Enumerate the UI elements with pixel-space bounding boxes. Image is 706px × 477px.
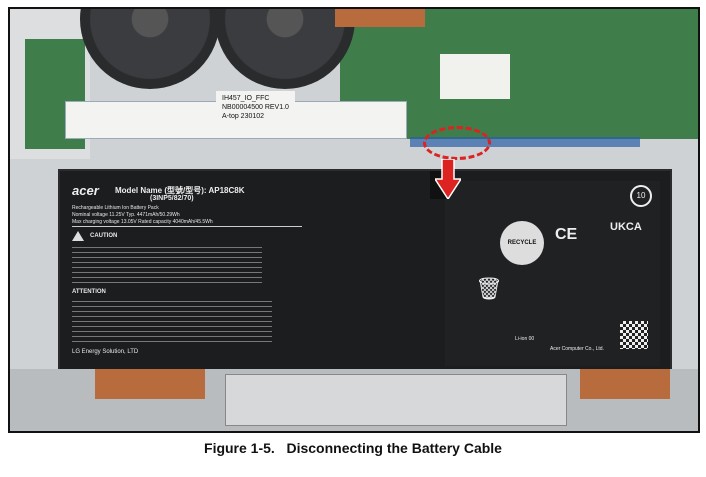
warning-text-block (72, 243, 262, 283)
ukca-mark: UKCA (610, 221, 642, 233)
caution-text: CAUTION (90, 233, 118, 239)
battery-model: Model Name (型號/型号): AP18C8K (115, 186, 245, 195)
battery-specs: Rechargeable Lithium Ion Battery Pack No… (72, 205, 302, 227)
recycle-badge: RECYCLE (500, 221, 544, 265)
manufacturer: LG Energy Solution, LTD (72, 349, 139, 355)
figure-photo: IH457_IO_FFC NB00004500 REV1.0 A-top 230… (8, 7, 700, 433)
company-text: Acer Computer Co., Ltd. (550, 346, 604, 352)
speaker-right (580, 369, 670, 399)
attention-text-block (72, 297, 272, 345)
qr-code (620, 321, 648, 349)
bin-icon: 🗑 (475, 276, 503, 301)
speaker-left (95, 369, 205, 399)
battery-model-sub: (3INP5/82/70) (150, 195, 194, 202)
10-year-mark: 10 (630, 185, 652, 207)
ffc-label-line: IH457_IO_FFC (222, 95, 270, 102)
spec-line: Max charging voltage 13.05V Rated capaci… (72, 219, 213, 225)
liion-mark: Li-ion 00 (515, 336, 535, 342)
heatpipe (335, 9, 425, 27)
certification-area: RECYCLE CE UKCA 10 🗑 Li-ion 00 Acer Comp… (445, 181, 660, 366)
ssd-label (440, 54, 510, 99)
ffc-label: IH457_IO_FFC NB00004500 REV1.0 A-top 230… (216, 91, 295, 124)
ffc-label-line: NB00004500 REV1.0 (222, 104, 289, 111)
fan-right (215, 9, 355, 89)
attention-text: ATTENTION (72, 289, 106, 295)
warning-icon (72, 231, 84, 241)
arrow-down-icon (435, 159, 461, 199)
spec-line: Rechargeable Lithium Ion Battery Pack (72, 205, 159, 211)
acer-logo: acer (72, 183, 99, 198)
fan-left (80, 9, 220, 89)
touchpad-bracket (225, 374, 567, 426)
ce-mark: CE (555, 226, 578, 243)
battery-connector-highlight (423, 126, 491, 160)
battery-cable-connector (410, 137, 640, 147)
spec-line: Nominal voltage 11.25V Typ. 4471mAh/50.2… (72, 212, 180, 218)
figure-caption: Figure 1-5. Disconnecting the Battery Ca… (204, 440, 502, 456)
ffc-label-line: A-top 230102 (222, 113, 265, 120)
battery-pack: acer Model Name (型號/型号): AP18C8K (3INP5/… (58, 169, 672, 373)
